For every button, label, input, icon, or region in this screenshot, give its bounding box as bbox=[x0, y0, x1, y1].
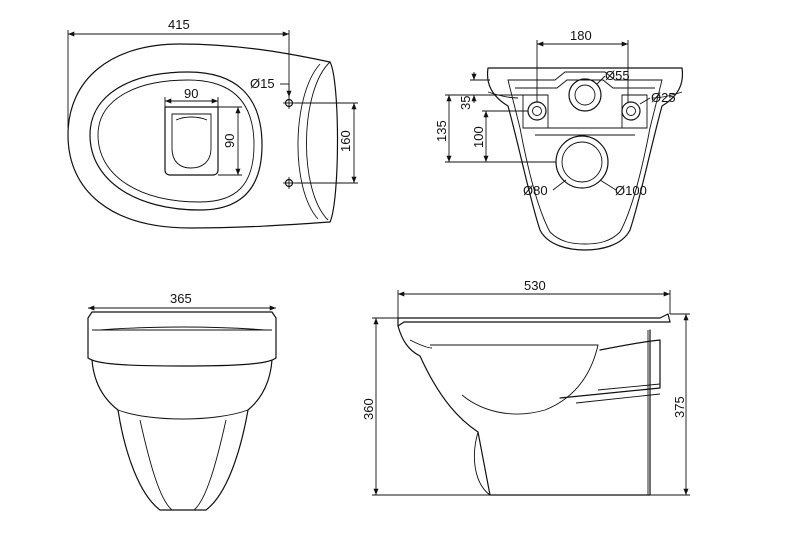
dim-180-label: 180 bbox=[570, 28, 592, 43]
dim-375-label: 375 bbox=[672, 396, 687, 418]
side-view-top bbox=[397, 313, 671, 327]
dim-100-diameter-label: Ø100 bbox=[615, 183, 647, 198]
dim-hole-label: Ø15 bbox=[250, 76, 275, 91]
top-view-outline bbox=[67, 43, 331, 229]
dim-365-label: 365 bbox=[170, 291, 192, 306]
top-view: 415 Ø15 90 90 160 bbox=[67, 17, 358, 229]
back-view-bolt-right bbox=[621, 94, 648, 129]
back-view-bolt-left bbox=[522, 94, 549, 129]
back-view-upper-pipe bbox=[568, 78, 602, 112]
side-view-rear bbox=[559, 339, 661, 399]
dim-35-label: 35 bbox=[458, 96, 473, 110]
front-view-bowl bbox=[91, 359, 273, 511]
dim-160-label: 160 bbox=[338, 130, 353, 152]
top-view-hole-upper bbox=[283, 97, 295, 109]
back-view-outline bbox=[486, 67, 684, 251]
front-view: 365 bbox=[87, 291, 277, 511]
dim-135-label: 135 bbox=[434, 120, 449, 142]
dim-360-label: 360 bbox=[361, 398, 376, 420]
top-view-back-curve-inner bbox=[297, 63, 321, 220]
dim-90-height-label: 90 bbox=[222, 134, 237, 148]
dim-100-label: 100 bbox=[471, 126, 486, 148]
back-view: 180 Ø55 Ø25 35 135 100 Ø80 Ø100 bbox=[434, 28, 684, 251]
top-view-hole-lower bbox=[283, 177, 295, 189]
dim-55-label: Ø55 bbox=[605, 68, 630, 83]
dim-90-width-label: 90 bbox=[184, 86, 198, 101]
top-view-back-curve bbox=[306, 61, 331, 221]
top-view-outlet-inner bbox=[171, 113, 212, 169]
side-view: 530 360 375 bbox=[361, 278, 690, 496]
top-view-outlet bbox=[164, 106, 219, 176]
top-view-back-edge bbox=[329, 61, 339, 223]
dim-530-label: 530 bbox=[524, 278, 546, 293]
back-view-inner-frame bbox=[507, 71, 663, 245]
dim-25-label: Ø25 bbox=[651, 90, 676, 105]
top-view-rim-inner bbox=[97, 79, 255, 203]
dim-415-label: 415 bbox=[168, 17, 190, 32]
front-view-seat bbox=[87, 311, 277, 367]
side-view-body bbox=[397, 325, 651, 496]
top-view-rim bbox=[89, 71, 263, 211]
dim-80-label: Ø80 bbox=[523, 183, 548, 198]
